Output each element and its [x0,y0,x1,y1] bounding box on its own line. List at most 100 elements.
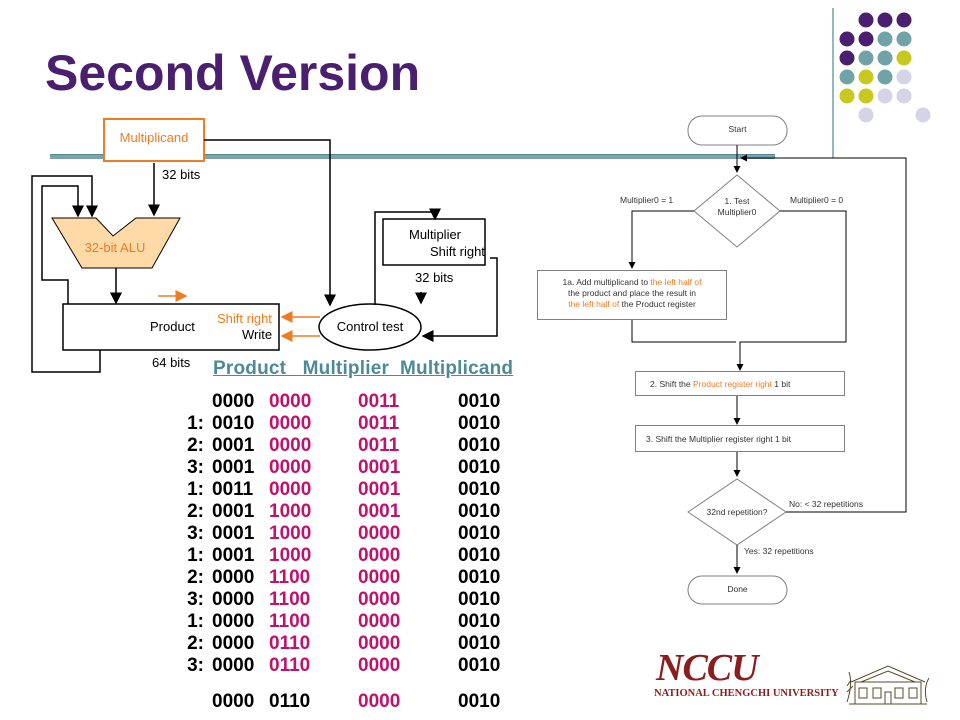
trace-step-number: 3: [187,523,204,544]
product-right-half: 0000 [269,413,312,434]
decorative-dot [839,50,855,66]
multiplier-value: 0000 [358,567,401,588]
test-label-line2: Multiplier0 [717,207,757,217]
alu-label: 32-bit ALU [84,240,146,255]
bits-32-top-label: 32 bits [162,167,201,182]
trace-step-number: 1: [187,611,204,632]
product-label: Product [150,319,195,334]
write-label: Write [242,327,273,342]
trace-step-number: 1: [187,413,204,434]
multiplier-value: 0001 [358,479,401,500]
decorative-dot [915,107,931,123]
product-right-half: 0110 [269,655,311,676]
trace-step-number: 1: [187,479,204,500]
multiplicand-value: 0010 [458,691,501,712]
start-label: Start [728,124,747,134]
step-1a-text-b: the left half of [650,277,702,287]
multiplicand-label: Multiplicand [119,130,189,145]
product-left-half: 0000 [212,655,255,676]
multiplicand-value: 0010 [458,457,501,478]
product-right-half: 0000 [269,479,312,500]
decorative-dot [896,12,912,28]
multiplicand-value: 0010 [458,391,501,412]
product-right-half: 0110 [269,633,311,654]
trace-step-number: 1: [187,545,204,566]
decorative-dot [896,31,912,47]
decorative-dot [896,69,912,85]
decorative-dot [877,50,893,66]
slide-title: Second Version [45,45,421,101]
product-left-half: 0000 [212,391,255,412]
multiplier-value: 0011 [358,391,400,412]
multiplier-value: 0000 [358,633,401,654]
multiplicand-value: 0010 [458,611,501,632]
multiplicand-value: 0010 [458,435,501,456]
done-label: Done [727,584,748,594]
product-register [62,303,280,351]
product-right-half: 0110 [269,691,311,712]
trace-step-number: 3: [187,655,204,676]
step-1a-text-c: the product and place the result in [567,288,697,298]
decorative-dot [877,69,893,85]
product-left-half: 0001 [212,523,255,544]
test-multiplier-diamond [693,174,781,248]
product-left-half: 0001 [212,457,255,478]
decorative-dot [858,31,874,47]
step-1a-text-a: 1a. Add multiplicand to [562,277,651,287]
product-left-half: 0001 [212,545,255,566]
decorative-dot [877,31,893,47]
multiplicand-value: 0010 [458,567,501,588]
product-left-half: 0011 [212,479,254,500]
product-right-half: 1100 [269,589,311,610]
product-right-half: 0000 [269,457,312,478]
trace-step-number: 2: [187,567,204,588]
decorative-dot [858,69,874,85]
decorative-dot [858,88,874,104]
decorative-dot [839,69,855,85]
multiplier-shift-label: Shift right [430,244,485,259]
product-right-half: 0000 [269,435,312,456]
multiplicand-value: 0010 [458,655,501,676]
trace-step-number: 3: [187,589,204,610]
step-2-text-a: 2. Shift the [650,379,693,389]
branch-zero-label: Multiplier0 = 0 [790,195,844,205]
multiplier-value: 0000 [358,589,401,610]
product-left-half: 0000 [212,589,255,610]
done-node [687,575,788,605]
step-2-text-b: Product register right [693,379,772,389]
multiplicand-value: 0010 [458,589,501,610]
trace-step-number: 2: [187,435,204,456]
step-1a-text-d: the left half of [568,299,620,309]
multiplier-value: 0000 [358,611,401,632]
product-left-half: 0000 [212,611,255,632]
decorative-dot [877,12,893,28]
product-left-half: 0010 [212,413,255,434]
product-right-half: 1000 [269,501,312,522]
campus-building-icon [846,665,930,705]
multiplicand-value: 0010 [458,633,501,654]
product-left-half: 0001 [212,435,255,456]
multiplier-value: 0011 [358,435,400,456]
decorative-dot [839,88,855,104]
repetition-label: 32nd repetition? [706,507,768,517]
branch-one-label: Multiplier0 = 1 [620,195,674,205]
yes-branch-label: Yes: 32 repetitions [744,546,814,556]
multiplier-value: 0000 [358,655,401,676]
product-right-half: 0000 [269,391,312,412]
multiplicand-value: 0010 [458,479,501,500]
step-1a-box: 1a. Add multiplicand to the left half of… [537,270,727,320]
product-right-half: 1000 [269,545,312,566]
multiplier-value: 0000 [358,523,401,544]
trace-header: Product Multiplier Multiplicand [213,358,514,379]
product-right-half: 1100 [269,567,311,588]
multiplicand-value: 0010 [458,413,501,434]
control-test-label: Control test [336,319,404,334]
decorative-dot [839,31,855,47]
logo-university-name: NATIONAL CHENGCHI UNIVERSITY [654,688,839,699]
bits-32-multiplier-label: 32 bits [415,270,454,285]
decorative-dot [858,50,874,66]
product-left-half: 0000 [212,633,255,654]
product-left-half: 0001 [212,501,255,522]
